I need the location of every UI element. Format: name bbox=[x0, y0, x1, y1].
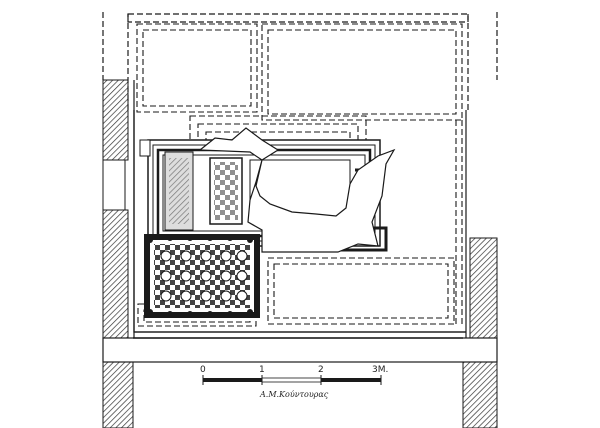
south-wall bbox=[102, 337, 498, 428]
scale-tick-0: 0 bbox=[200, 365, 206, 375]
scale-tick-1: 1 bbox=[259, 365, 265, 375]
threshold-block bbox=[139, 139, 151, 157]
scale-bar: 0 1 2 3M. Α.Μ.Κούντουρας bbox=[200, 365, 388, 399]
mosaic-lower-panel bbox=[144, 234, 260, 318]
scale-credit: Α.Μ.Κούντουρας bbox=[259, 390, 329, 399]
lacuna-damage bbox=[198, 127, 396, 253]
east-wall bbox=[465, 110, 498, 339]
west-wall bbox=[102, 79, 135, 339]
scale-tick-3: 3M. bbox=[372, 365, 388, 375]
scale-tick-2: 2 bbox=[318, 365, 324, 375]
room-outline bbox=[133, 110, 466, 333]
upper-dashed-wall bbox=[102, 12, 498, 110]
